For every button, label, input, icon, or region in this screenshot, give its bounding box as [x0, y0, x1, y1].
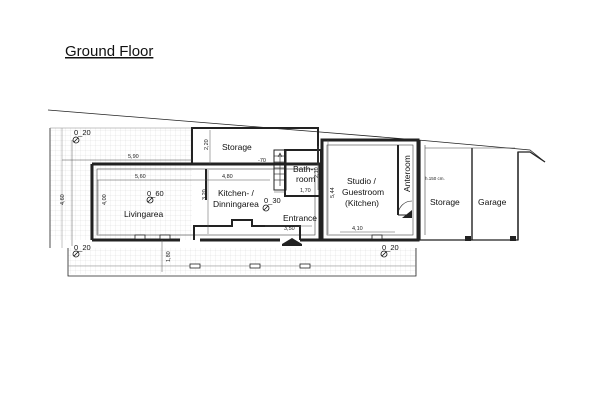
svg-text:0_30: 0_30: [264, 196, 281, 205]
svg-text:0_20: 0_20: [74, 128, 91, 137]
dim-living-depth: 4,00: [102, 194, 108, 205]
dim-storage-depth: 2,20: [204, 139, 210, 150]
dim-terrace-length: 5,90: [128, 154, 139, 160]
dim-overall-depth: 4,60: [60, 194, 66, 205]
dim-bath-width: 1,70: [300, 188, 311, 194]
garage-outline: [419, 140, 546, 241]
label-storage-right: Storage: [430, 197, 460, 207]
storage-room: [191, 127, 319, 165]
svg-text:0_20: 0_20: [74, 243, 91, 252]
dim-bath-depth: 2,10: [314, 167, 320, 178]
main-walls: [92, 162, 322, 242]
dim-living-length: 5,60: [135, 174, 146, 180]
door-swing: [397, 200, 413, 216]
entrance-arrow: [282, 238, 302, 244]
label-studio-2: Guestroom: [342, 187, 384, 197]
svg-text:0_60: 0_60: [147, 189, 164, 198]
label-kitchen-1: Kitchen- /: [218, 188, 255, 198]
dim-kitchen-depth: 3,20: [202, 189, 208, 200]
dim-front-depth: 1,80: [166, 251, 172, 262]
dim-stair-step: -70: [258, 158, 266, 164]
dim-entrance-width: 3,50: [284, 226, 295, 232]
stair: [273, 149, 287, 191]
label-anteroom: Anteroom: [402, 155, 412, 192]
level-marker-living: 0_60: [146, 189, 164, 204]
label-kitchen-2: Dinningarea: [213, 199, 259, 209]
studio-walls: [320, 138, 420, 242]
level-marker-top-left: 0_20: [72, 128, 91, 144]
left-terrace: [50, 128, 192, 240]
label-entrance: Entrance: [283, 213, 317, 223]
dim-ante-note: h.150 cm.: [425, 176, 445, 181]
level-marker-bottom-left: 0_20: [72, 243, 91, 258]
svg-text:0_20: 0_20: [382, 243, 399, 252]
windows: [134, 234, 383, 269]
dim-studio-width: 4,10: [352, 226, 363, 232]
label-bathroom-1: Bath-: [293, 164, 313, 174]
label-bathroom-2: room: [296, 174, 315, 184]
label-storage-top: Storage: [222, 142, 252, 152]
front-terrace: [68, 248, 416, 274]
dim-kitchen-length: 4,80: [222, 174, 233, 180]
plan-title: Ground Floor: [65, 43, 153, 60]
level-marker-bottom-right: 0_20: [380, 243, 399, 258]
label-studio-3: (Kitchen): [345, 198, 379, 208]
level-marker-entrance: 0_30: [262, 196, 281, 212]
label-studio-1: Studio /: [347, 176, 376, 186]
label-livingarea: Livingarea: [124, 209, 163, 219]
dim-studio-depth: 5,44: [330, 187, 336, 198]
label-garage: Garage: [478, 197, 507, 207]
